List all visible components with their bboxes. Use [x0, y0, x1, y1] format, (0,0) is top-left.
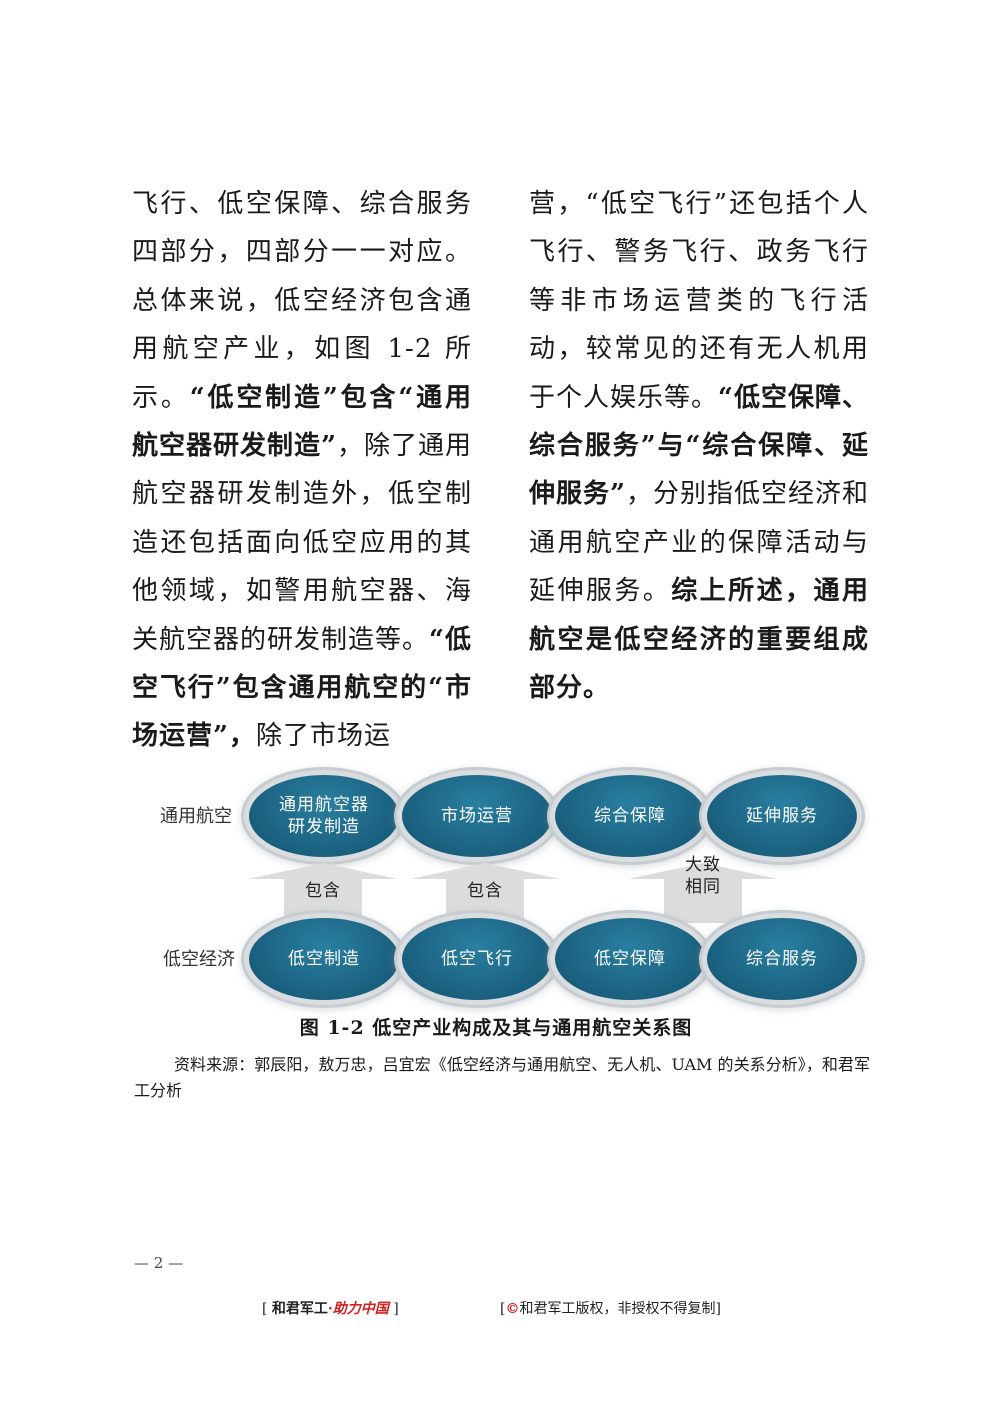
node-label: 低空保障	[594, 949, 666, 969]
bracket-close: ]	[715, 1301, 721, 1317]
right-text-column: 营，“低空飞行”还包括个人飞行、警务飞行、政务飞行等非市场运营类的飞行活动，较常…	[529, 180, 869, 712]
node-extended-services: 延伸服务	[707, 775, 857, 857]
node-label: 延伸服务	[746, 806, 818, 826]
footer-brand: [ 和君军工·助力中国 ]	[262, 1298, 399, 1318]
bold-text-run: 综上所述，通用航空是低空经济的重要组成部分。	[529, 576, 869, 704]
left-text-column: 飞行、低空保障、综合服务四部分，四部分一一对应。总体来说，低空经济包含通用航空产…	[132, 180, 472, 761]
node-low-altitude-flight: 低空飞行	[402, 918, 552, 1000]
text-run: ，分别指低空经济和通用航空产业的保障活动与延伸服务。	[529, 479, 869, 607]
arrow-label: 包含	[467, 881, 503, 901]
text-run: 飞行、低空保障、综合服务四部分，四部分一一对应。总体来说，低空经济包含通用航空产…	[132, 189, 472, 413]
node-label: 综合保障	[594, 806, 666, 826]
up-arrow-roughly-same: 大致 相同	[628, 855, 778, 923]
bracket-close: ]	[393, 1301, 399, 1317]
brand-name: 和君军工	[271, 1301, 328, 1317]
arrow-head	[248, 863, 398, 879]
node-low-altitude-support: 低空保障	[555, 918, 705, 1000]
bold-text-run: “低空制造”包含“通用航空器研发制造”	[132, 382, 472, 462]
figure-caption: 图 1-2 低空产业构成及其与通用航空关系图	[299, 1017, 693, 1039]
bold-text-run: “低空保障、综合服务”与“综合保障、延伸服务”	[529, 382, 869, 510]
brand-slogan: 助力中国	[332, 1301, 389, 1317]
text-run: 除了市场运	[255, 721, 391, 752]
node-label: 市场运营	[441, 806, 513, 826]
right-paragraph: 营，“低空飞行”还包括个人飞行、警务飞行、政务飞行等非市场运营类的飞行活动，较常…	[529, 180, 869, 712]
page-number: — 2 —	[134, 1254, 184, 1272]
arrow-head	[410, 863, 560, 879]
text-run: 营，“低空飞行”还包括个人飞行、警务飞行、政务飞行等非市场运营类的飞行活动，较常…	[529, 189, 869, 413]
node-integrated-services: 综合服务	[707, 918, 857, 1000]
source-note: 资料来源：郭辰阳，敖万忠，吕宜宏《低空经济与通用航空、无人机、UAM 的关系分析…	[134, 1055, 870, 1100]
node-low-altitude-manufacturing: 低空制造	[249, 918, 399, 1000]
node-label: 低空制造	[288, 949, 360, 969]
arrow-label: 包含	[305, 881, 341, 901]
copyright-icon: ©	[505, 1301, 520, 1317]
arrow-shaft	[664, 879, 742, 923]
left-paragraph: 飞行、低空保障、综合服务四部分，四部分一一对应。总体来说，低空经济包含通用航空产…	[132, 180, 472, 761]
node-label: 综合服务	[746, 949, 818, 969]
copyright-text: 和君军工版权，非授权不得复制	[519, 1301, 716, 1317]
node-comprehensive-support: 综合保障	[555, 775, 705, 857]
industry-relationship-diagram: 通用航空 低空经济 通用航空器 研发制造 市场运营 综合保障 延伸服务 包含 包…	[150, 775, 870, 1000]
arrow-shaft	[284, 879, 362, 923]
node-general-aviation-manufacturing: 通用航空器 研发制造	[249, 775, 399, 857]
bold-text-run: “低空飞行”包含通用航空的“市场运营”，	[132, 624, 472, 752]
arrow-label: 大致 相同	[685, 855, 721, 897]
node-label: 低空飞行	[441, 949, 513, 969]
node-market-operation: 市场运营	[402, 775, 552, 857]
footer-copyright: [©和君军工版权，非授权不得复制]	[500, 1298, 721, 1318]
bracket-open: [	[500, 1301, 506, 1317]
bracket-open: [	[262, 1301, 268, 1317]
up-arrow-contains: 包含	[248, 863, 398, 923]
up-arrow-contains: 包含	[410, 863, 560, 923]
top-row-label: 通用航空	[160, 806, 232, 827]
arrow-shaft	[446, 879, 524, 923]
arrow-head	[628, 863, 778, 879]
node-label: 通用航空器 研发制造	[279, 795, 369, 837]
bottom-row-label: 低空经济	[163, 949, 235, 970]
text-run: ，除了通用航空器研发制造外，低空制造还包括面向低空应用的其他领域，如警用航空器、…	[132, 431, 472, 655]
separator-dot: ·	[327, 1301, 333, 1317]
